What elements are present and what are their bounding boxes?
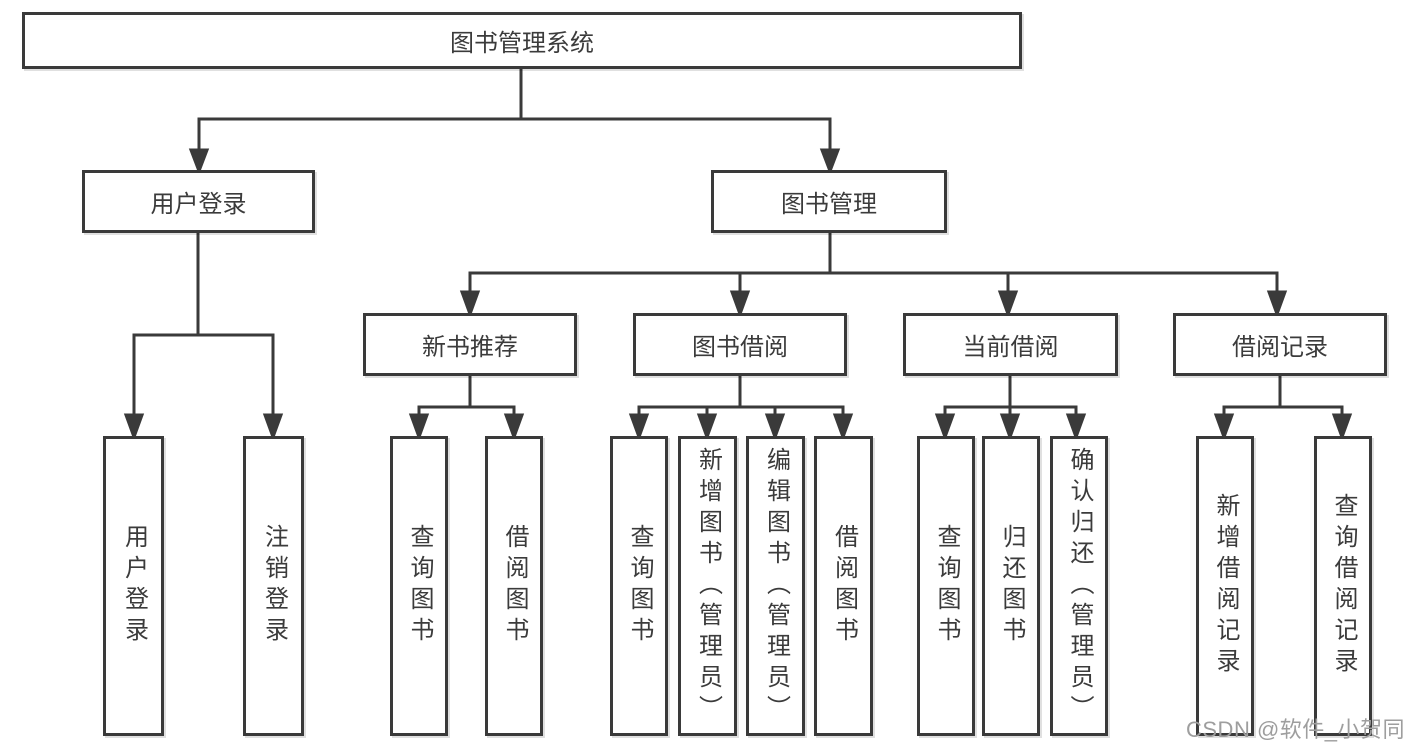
arrowhead xyxy=(188,148,210,176)
node-borrowing-records: 借阅记录 xyxy=(1173,313,1387,376)
leaf-current-confirm-return-admin: 确认归还（管理员） xyxy=(1050,436,1108,736)
arrowhead xyxy=(999,413,1021,442)
leaf-label: 确认归还（管理员） xyxy=(1066,446,1093,726)
arrowhead xyxy=(1331,413,1353,442)
leaf-label: 查询借阅记录 xyxy=(1330,493,1357,679)
connector-book-management-to-level3 xyxy=(459,231,1288,319)
arrowhead xyxy=(819,148,841,176)
leaf-label: 查询图书 xyxy=(933,524,960,648)
connector-borrowing-records-to-leaves xyxy=(1213,374,1353,442)
arrowhead xyxy=(1213,413,1235,442)
leaf-borrowing-edit-books-admin: 编辑图书（管理员） xyxy=(746,436,805,736)
leaf-label: 编辑图书（管理员） xyxy=(762,446,790,726)
node-new-book-recommendation: 新书推荐 xyxy=(363,313,577,376)
leaf-label: 归还图书 xyxy=(998,524,1025,648)
leaf-user-login: 用户登录 xyxy=(103,436,164,736)
leaf-label: 借阅图书 xyxy=(830,524,858,648)
leaf-label: 新增借阅记录 xyxy=(1212,493,1239,679)
connector-user-login-to-leaves xyxy=(123,231,284,442)
node-root-library-management-system: 图书管理系统 xyxy=(22,12,1022,69)
node-label: 图书借阅 xyxy=(692,334,788,361)
arrowhead xyxy=(628,413,650,442)
leaf-current-query-books: 查询图书 xyxy=(917,436,975,736)
node-current-borrowing: 当前借阅 xyxy=(903,313,1118,376)
arrowhead xyxy=(729,290,751,319)
node-label: 用户登录 xyxy=(150,191,247,218)
leaf-logout: 注销登录 xyxy=(243,436,304,736)
arrowhead xyxy=(123,413,145,442)
leaf-label: 用户登录 xyxy=(120,524,148,648)
node-label: 图书管理系统 xyxy=(450,30,594,57)
leaf-label: 查询图书 xyxy=(406,524,433,648)
leaf-newbook-borrow-books: 借阅图书 xyxy=(485,436,543,736)
connector-root-to-level2 xyxy=(188,66,841,176)
node-book-management: 图书管理 xyxy=(711,170,947,233)
leaf-label: 查询图书 xyxy=(626,524,653,648)
node-user-login: 用户登录 xyxy=(82,170,315,233)
node-label: 借阅记录 xyxy=(1232,334,1328,361)
connector-current-borrowing-to-leaves xyxy=(934,374,1087,442)
connector-book-borrowing-to-leaves xyxy=(628,374,854,442)
arrowhead xyxy=(696,413,718,442)
leaf-label: 新增图书（管理员） xyxy=(694,446,722,726)
leaf-borrowing-query-books: 查询图书 xyxy=(610,436,668,736)
arrowhead xyxy=(459,290,481,319)
arrowhead xyxy=(408,413,430,442)
arrowhead xyxy=(934,413,956,442)
leaf-label: 注销登录 xyxy=(260,524,288,648)
csdn-watermark: CSDN @软件_小贺同学 xyxy=(1186,717,1405,742)
leaf-borrowing-borrow-books: 借阅图书 xyxy=(814,436,873,736)
node-label: 新书推荐 xyxy=(422,334,518,361)
leaf-label: 借阅图书 xyxy=(501,524,528,648)
node-label: 当前借阅 xyxy=(962,334,1059,361)
arrowhead xyxy=(1065,413,1087,442)
leaf-records-add-borrow-record: 新增借阅记录 xyxy=(1196,436,1254,736)
arrowhead xyxy=(997,290,1019,319)
node-label: 图书管理 xyxy=(781,191,877,218)
leaf-borrowing-add-books-admin: 新增图书（管理员） xyxy=(678,436,737,736)
arrowhead xyxy=(832,413,854,442)
leaf-records-query-borrow-record: 查询借阅记录 xyxy=(1314,436,1372,736)
arrowhead xyxy=(262,413,284,442)
leaf-newbook-query-books: 查询图书 xyxy=(390,436,448,736)
node-book-borrowing: 图书借阅 xyxy=(633,313,847,376)
arrowhead xyxy=(503,413,525,442)
arrowhead xyxy=(764,413,786,442)
arrowhead xyxy=(1266,290,1288,319)
leaf-current-return-books: 归还图书 xyxy=(982,436,1040,736)
connector-new-book-to-leaves xyxy=(408,374,525,442)
